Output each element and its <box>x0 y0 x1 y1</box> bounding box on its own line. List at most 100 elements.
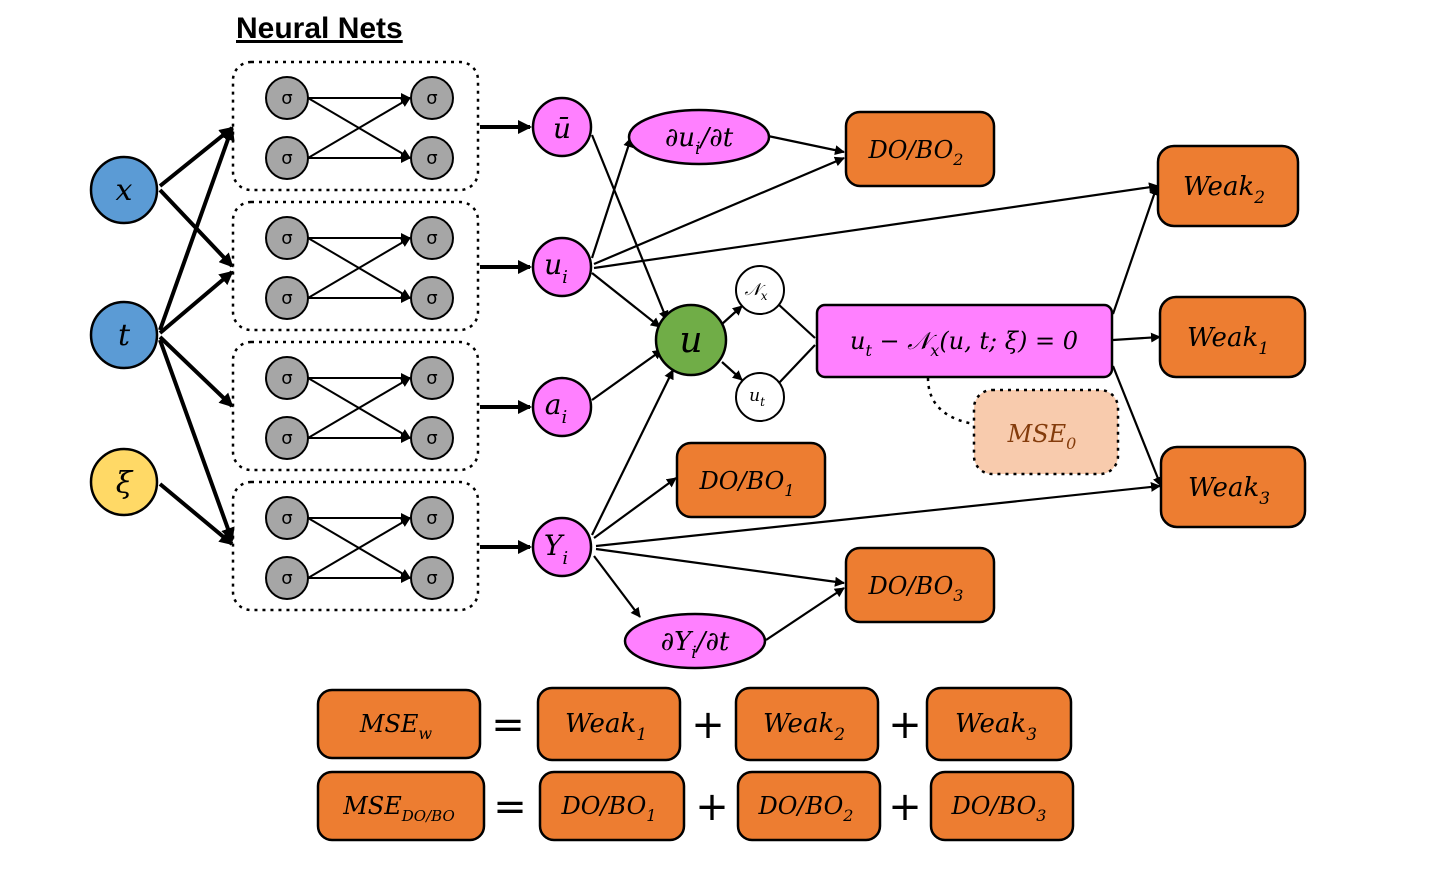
svg-text:Weak2: Weak2 <box>763 709 845 745</box>
eq-weak1-box: Weak1 <box>536 686 682 762</box>
neuron: σ <box>410 76 454 120</box>
Yi-sub: i <box>562 548 568 569</box>
svg-text:σ: σ <box>281 428 292 449</box>
plus-sign: + <box>695 784 729 830</box>
svg-text:σ: σ <box>281 368 292 389</box>
svg-text:σ: σ <box>281 88 292 109</box>
neuron: σ <box>265 496 309 540</box>
svg-text:σ: σ <box>426 508 437 529</box>
input-edges <box>158 126 235 546</box>
dobo3-box: DO/BO3 <box>844 546 996 624</box>
equals-sign: = <box>493 784 527 830</box>
svg-text:σ: σ <box>281 228 292 249</box>
svg-text:σ: σ <box>426 368 437 389</box>
eq-dobo2-box: DO/BO2 <box>736 770 882 842</box>
svg-text:DO/BO3: DO/BO3 <box>951 792 1047 825</box>
neuron: σ <box>265 76 309 120</box>
neuron: σ <box>410 556 454 600</box>
equals-sign: = <box>491 702 525 748</box>
ai-base: a <box>545 388 562 421</box>
svg-text:∂ui/∂t: ∂ui/∂t <box>665 123 734 159</box>
svg-text:Weak3: Weak3 <box>955 709 1037 745</box>
svg-text:σ: σ <box>281 288 292 309</box>
input-xi-node: ξ <box>89 447 159 517</box>
svg-text:σ: σ <box>426 228 437 249</box>
neuron: σ <box>265 136 309 180</box>
svg-text:Weak3: Weak3 <box>1188 473 1270 509</box>
weak2-box: Weak2 <box>1156 144 1300 228</box>
mse-dobo-box: MSEDO/BO <box>316 770 486 842</box>
output-ui-node: ui <box>531 236 593 298</box>
mse-w-box: MSEw <box>316 688 482 760</box>
plus-sign: + <box>691 702 725 748</box>
svg-text:Weak2: Weak2 <box>1183 172 1265 208</box>
neurons: σ σ σ σ σ σ σ σ σ σ σ σ σ σ σ σ <box>265 76 454 600</box>
neural-nets-title: Neural Nets <box>236 12 403 45</box>
svg-text:MSEDO/BO: MSEDO/BO <box>342 792 455 825</box>
eq-dobo1-box: DO/BO1 <box>538 770 686 842</box>
svg-text:DO/BO3: DO/BO3 <box>868 572 964 605</box>
plus-sign: + <box>888 702 922 748</box>
svg-text:ut: ut <box>749 386 765 409</box>
svg-text:σ: σ <box>426 428 437 449</box>
neuron: σ <box>410 276 454 320</box>
svg-text:ξ: ξ <box>116 466 134 501</box>
svg-text:Weak1: Weak1 <box>565 709 647 745</box>
neural-net-box-4 <box>231 480 480 612</box>
dYi-dt-node: ∂Yi/∂t <box>623 612 767 670</box>
mse0-connector <box>926 377 975 426</box>
ut-node: ut <box>735 372 785 422</box>
svg-text:t: t <box>118 318 131 353</box>
svg-text:DO/BO2: DO/BO2 <box>758 792 854 825</box>
equation-mse-dobo: MSEDO/BO = DO/BO1 + DO/BO2 + DO/BO3 <box>316 770 1075 842</box>
svg-text:σ: σ <box>426 148 437 169</box>
dobo2-box: DO/BO2 <box>844 110 996 188</box>
eq-weak3-box: Weak3 <box>925 686 1073 762</box>
neuron: σ <box>265 356 309 400</box>
svg-text:ui: ui <box>544 248 568 288</box>
nn-output-edges <box>480 120 532 554</box>
svg-text:∂Yi/∂t: ∂Yi/∂t <box>661 627 730 663</box>
dobo1-box: DO/BO1 <box>675 441 827 519</box>
neural-net-box-1 <box>231 60 480 192</box>
u-node: u <box>654 303 728 377</box>
input-x-node: x <box>89 155 159 225</box>
svg-text:Yi: Yi <box>544 529 568 569</box>
svg-text:x: x <box>116 173 133 208</box>
plus-sign: + <box>888 784 922 830</box>
equation-mse-w: MSEw = Weak1 + Weak2 + Weak3 <box>316 686 1073 762</box>
output-ubar-node: ū <box>531 96 593 158</box>
svg-text:σ: σ <box>426 568 437 589</box>
svg-text:σ: σ <box>281 568 292 589</box>
svg-text:u: u <box>679 320 702 361</box>
neuron: σ <box>410 496 454 540</box>
svg-text:DO/BO1: DO/BO1 <box>699 467 795 500</box>
neuron: σ <box>265 216 309 260</box>
dui-dt-node: ∂ui/∂t <box>627 108 771 166</box>
neuron: σ <box>410 136 454 180</box>
input-t-node: t <box>89 300 159 370</box>
svg-text:MSEw: MSEw <box>359 710 433 743</box>
graph-edges <box>590 134 1163 641</box>
svg-text:ū: ū <box>553 112 571 145</box>
ui-base: u <box>544 248 562 281</box>
svg-text:ut − 𝒩x(u, t; ξ) = 0: ut − 𝒩x(u, t; ξ) = 0 <box>850 327 1078 360</box>
Yi-base: Y <box>544 529 565 562</box>
ui-sub: i <box>562 267 568 288</box>
svg-text:σ: σ <box>426 88 437 109</box>
svg-text:ai: ai <box>545 388 567 428</box>
output-Yi-node: Yi <box>531 516 593 578</box>
svg-text:MSE0: MSE0 <box>1007 420 1077 453</box>
output-ai-node: ai <box>531 376 593 438</box>
eq-dobo3-box: DO/BO3 <box>929 770 1075 842</box>
neuron: σ <box>265 416 309 460</box>
svg-text:DO/BO2: DO/BO2 <box>868 136 964 169</box>
weak3-box: Weak3 <box>1159 445 1307 529</box>
svg-text:σ: σ <box>281 148 292 169</box>
neuron: σ <box>265 556 309 600</box>
Nx-node: 𝒩x <box>735 265 785 315</box>
svg-text:Weak1: Weak1 <box>1187 323 1269 359</box>
mse0-box: MSE0 <box>972 388 1120 476</box>
